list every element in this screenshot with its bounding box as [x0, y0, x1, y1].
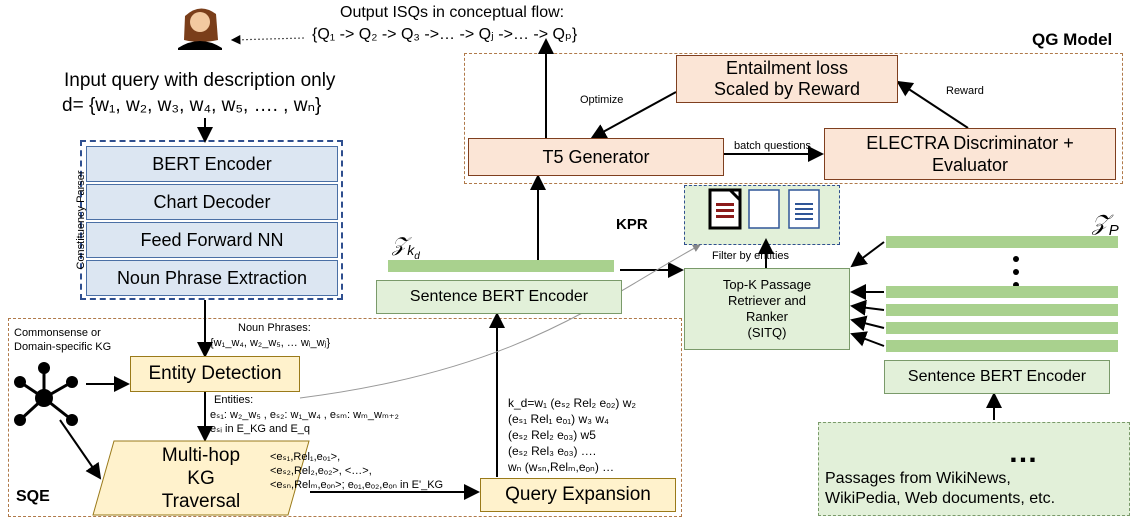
retriever-box: Top-K Passage Retriever and Ranker (SITQ…	[684, 268, 850, 350]
sqe-label: SQE	[16, 488, 50, 505]
entities-title: Entities:	[214, 394, 254, 406]
expansion-line: wₙ (wₛₙ,Relₘ,eₒₙ) …	[508, 460, 615, 474]
entity-detection-box: Entity Detection	[130, 356, 300, 392]
batch-questions-label: batch questions	[734, 140, 812, 152]
kg-label: Commonsense or Domain-specific KG	[14, 327, 112, 353]
output-title: Output ISQs in conceptual flow:	[340, 4, 565, 21]
passages-box: Passages from WikiNews, WikiPedia, Web d…	[818, 422, 1130, 516]
filter-label: Filter by entities	[712, 250, 790, 262]
passages-ellipsis: …	[1008, 436, 1038, 469]
triples-line1: <eₛ₁,Rel₁,eₒ₁>,	[270, 451, 341, 463]
triples-line3: <eₛₙ,Relₘ,eₒₙ>; eₒ₁,eₒ₂,eₒₙ in E'_KG	[270, 479, 444, 491]
document-icons	[708, 188, 820, 230]
parallelogram-shape	[92, 440, 310, 516]
sqe-region	[8, 318, 682, 517]
entities-line2: eₛᵢ in E_KG and E_q	[210, 423, 311, 435]
passage-embedding-bar	[886, 340, 1118, 352]
entities-line1: eₛ₁: w₂_w₅ , eₛ₂: w₁_w₄ , eₛₘ: wₘ_wₘ₊₂	[210, 409, 399, 421]
zp-symbol: 𝒵P	[1092, 210, 1119, 239]
t5-generator-box: T5 Generator	[468, 138, 724, 176]
multihop-box: Multi-hop KG Traversal	[92, 440, 310, 516]
qg-model-title: QG Model	[1032, 30, 1113, 49]
sentence-bert-right: Sentence BERT Encoder	[884, 360, 1110, 394]
expansion-line: k_d=w₁ (eₛ₂ Rel₂ eₒ₂) w₂	[508, 396, 637, 410]
kpr-label: KPR	[616, 216, 648, 233]
noun-phrases-title: Noun Phrases:	[238, 322, 311, 334]
passage-embedding-bar	[886, 304, 1118, 316]
passage-embedding-bar	[886, 322, 1118, 334]
feed-forward-layer: Feed Forward NN	[86, 222, 338, 258]
qg-model-region	[464, 53, 1123, 184]
zkd-embedding-bar	[388, 260, 614, 272]
user-avatar-icon	[178, 8, 222, 50]
input-title: Input query with description only	[64, 70, 336, 91]
output-flow: {Q₁ -> Q₂ -> Q₃ ->… -> Qⱼ ->… -> Qₚ}	[312, 26, 578, 43]
input-query: d= {w₁, w₂, w₃, w₄, w₅, …. , wₙ}	[62, 95, 322, 116]
sentence-bert-left: Sentence BERT Encoder	[376, 280, 622, 314]
optimize-label: Optimize	[580, 94, 624, 106]
query-expansion-box: Query Expansion	[480, 478, 676, 512]
triples-line2: <eₛ₂,Rel₂,eₒ₂>, <…>,	[270, 465, 372, 477]
noun-phrase-layer: Noun Phrase Extraction	[86, 260, 338, 296]
passage-embedding-bar	[886, 236, 1118, 248]
expansion-line: (eₛ₂ Rel₃ eₒ₃) ….	[508, 444, 597, 458]
zkd-symbol: 𝒵kd	[392, 234, 420, 262]
electra-box: ELECTRA Discriminator + Evaluator	[824, 128, 1116, 180]
reward-label: Reward	[946, 85, 984, 97]
noun-phrases-values: {w₁_w₄, w₂_w₅, … wᵢ_wⱼ}	[210, 337, 331, 349]
entailment-loss-box: Entailment loss Scaled by Reward	[676, 55, 898, 103]
passage-embedding-bar	[886, 286, 1118, 298]
expansion-line: (eₛ₁ Rel₁ eₒ₁) w₃ w₄	[508, 412, 609, 426]
chart-decoder-layer: Chart Decoder	[86, 184, 338, 220]
bert-encoder-layer: BERT Encoder	[86, 146, 338, 182]
expansion-line: (eₛ₂ Rel₂ eₒ₃) w5	[508, 428, 596, 442]
